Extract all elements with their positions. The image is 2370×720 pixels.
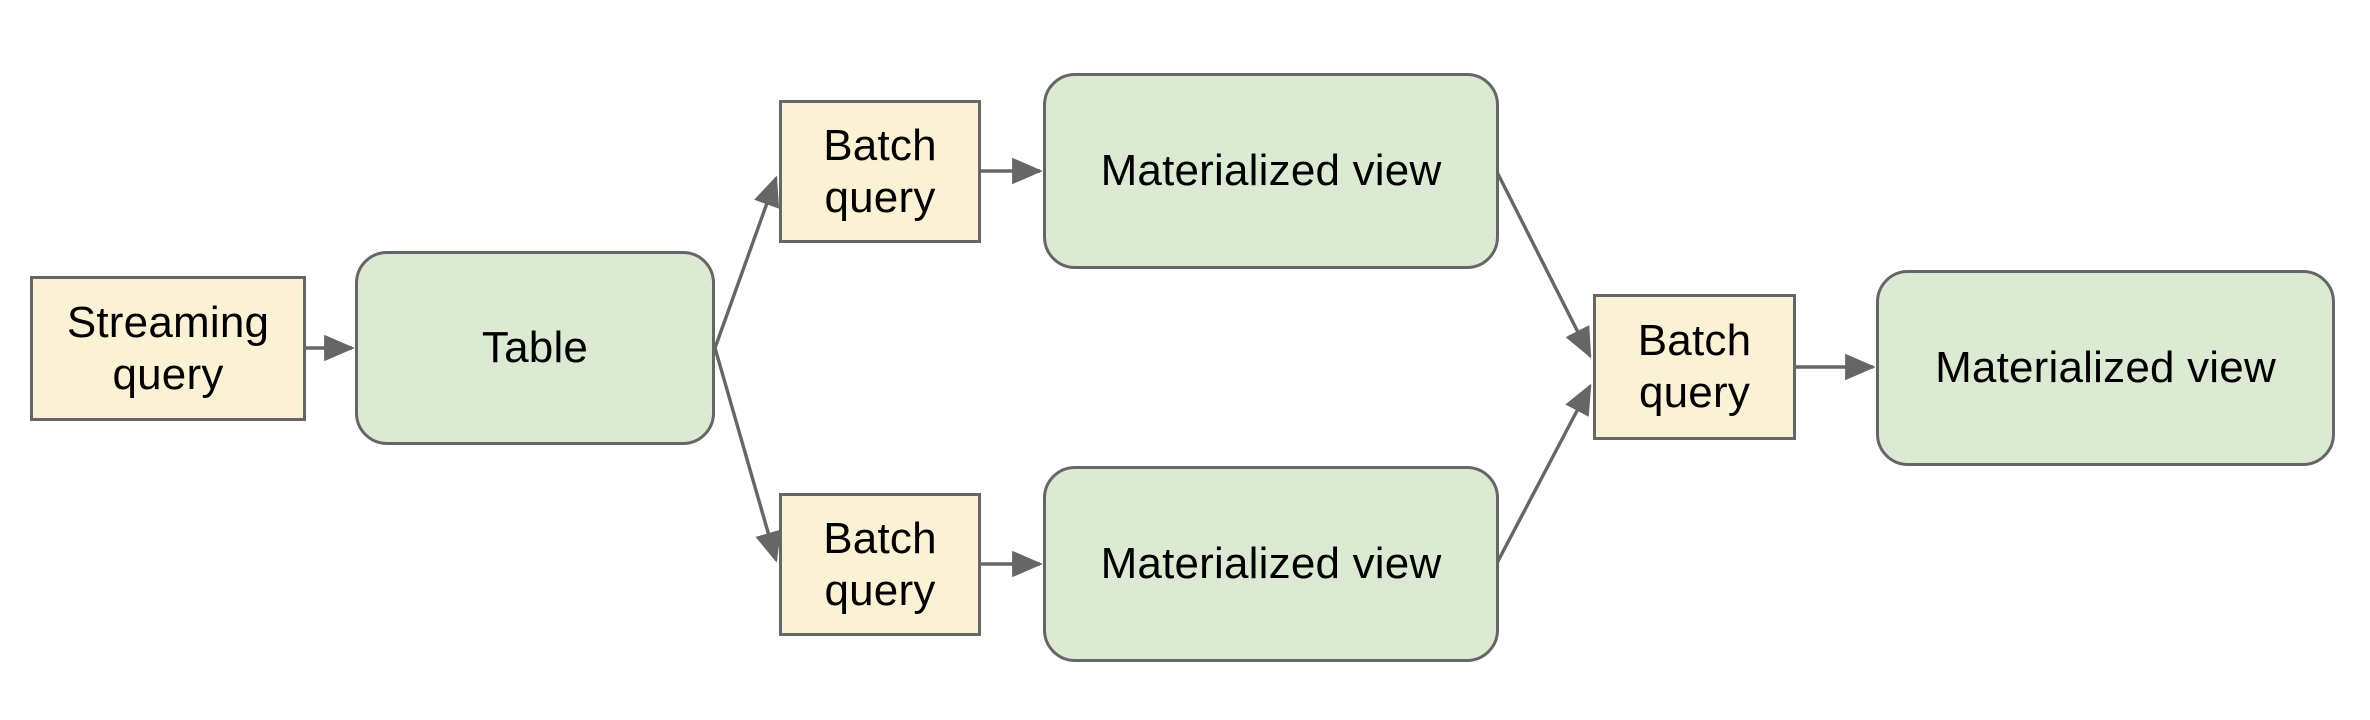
edge-materialized-view-bottom-to-batch-query-merge (1495, 383, 1592, 564)
node-materialized-view-bottom-label: Materialized view (1100, 539, 1442, 589)
node-materialized-view-final[interactable]: Materialized view (1876, 270, 2335, 466)
node-batch-query-merge[interactable]: Batch query (1593, 294, 1796, 440)
node-materialized-view-bottom[interactable]: Materialized view (1043, 466, 1499, 662)
node-materialized-view-final-label: Materialized view (1935, 343, 2276, 393)
node-batch-query-bottom-label: Batch query (823, 513, 937, 615)
node-streaming-query[interactable]: Streaming query (30, 276, 306, 421)
node-batch-query-merge-label: Batch query (1637, 316, 1752, 417)
node-batch-query-top-label: Batch query (823, 120, 937, 222)
node-batch-query-bottom[interactable]: Batch query (779, 493, 981, 636)
node-materialized-view-top-label: Materialized view (1100, 146, 1442, 196)
edge-table-to-batch-query-bottom (713, 347, 782, 563)
node-materialized-view-top[interactable]: Materialized view (1043, 73, 1499, 269)
node-table[interactable]: Table (355, 251, 715, 445)
edge-table-to-batch-query-top (713, 175, 780, 349)
node-batch-query-top[interactable]: Batch query (779, 100, 981, 243)
edge-materialized-view-top-to-batch-query-merge (1495, 171, 1592, 359)
node-streaming-query-label: Streaming query (66, 297, 270, 399)
node-table-label: Table (481, 323, 589, 373)
